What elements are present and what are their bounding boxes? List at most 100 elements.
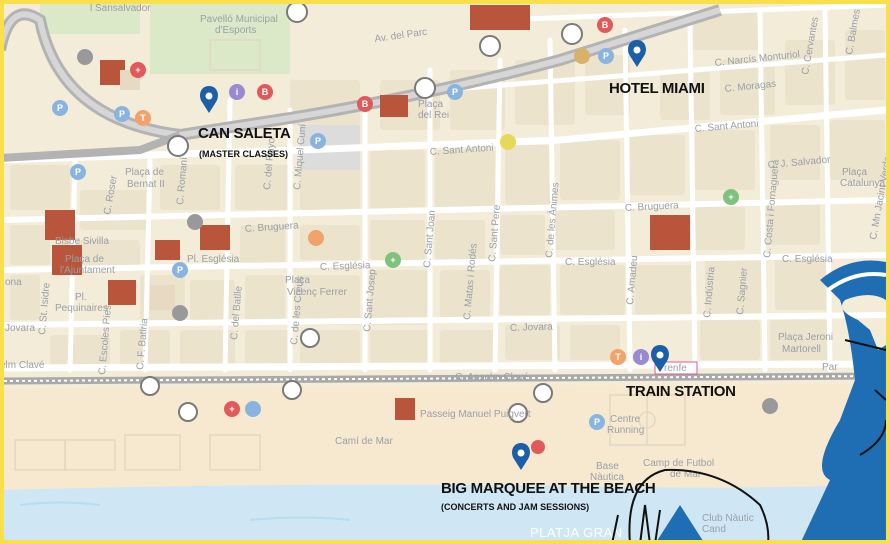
taxi-icon: T xyxy=(140,113,146,123)
label-bruguera-1: C. Bruguera xyxy=(244,220,299,235)
label-industria: C. Indústria xyxy=(702,266,717,318)
bike-icon: B xyxy=(362,99,369,109)
ring-road-inner xyxy=(0,7,721,139)
park-area xyxy=(40,4,140,34)
label-sant-josep: C. Sant Josep xyxy=(362,268,378,332)
label-st-isidre: C. St. Isidre xyxy=(37,282,53,335)
label-centre: Centre xyxy=(610,414,640,425)
label-esglesia-1: C. Església xyxy=(320,260,371,273)
surf-illustration-lines xyxy=(611,468,770,544)
label-club-2: Cand xyxy=(702,524,726,535)
label-batlle: C. del Batlle xyxy=(229,285,245,340)
label-hotel-miami: HOTEL MIAMI xyxy=(609,80,705,97)
renfe-label: renfe xyxy=(664,363,687,374)
label-amadeu: C. Amadeu xyxy=(625,255,640,305)
parking-icon: P xyxy=(177,265,183,275)
label-club: Club Nàutic xyxy=(702,513,754,524)
label-sant-antoni-1: C. Sant Antoni xyxy=(429,143,494,158)
parking-icon: P xyxy=(452,87,458,97)
parking-icon: P xyxy=(315,136,321,146)
label-anselm-clave: C. Anselm Clavé xyxy=(455,372,529,383)
bike-icon: B xyxy=(262,87,269,97)
label-big-marquee-sub: (CONCERTS AND JAM SESSIONS) xyxy=(441,502,589,512)
streets xyxy=(0,2,890,373)
label-pl-pequinaires: Pl. xyxy=(75,292,87,303)
label-camp-futbol-2: de Mar xyxy=(670,469,702,480)
health-icon: + xyxy=(728,192,733,202)
parking-icon: P xyxy=(75,167,81,177)
label-pavello: Pavelló Municipal xyxy=(200,14,278,25)
label-pl-catalunya-2: Catalunya xyxy=(840,178,885,189)
parking-icon: P xyxy=(603,51,609,61)
label-pl-esglesia: Pl. Església xyxy=(187,254,240,265)
label-pl-ajuntament: Plaça de xyxy=(65,254,104,265)
label-can-saleta-sub: (MASTER CLASSES) xyxy=(199,149,288,159)
label-platja: PLATJA GRAN xyxy=(530,525,623,540)
label-pl-vicenc: Plaça xyxy=(285,275,310,286)
surf-illustration-fin xyxy=(655,505,705,544)
parking-icon: P xyxy=(57,103,63,113)
sports-fields xyxy=(14,39,686,471)
label-big-marquee: BIG MARQUEE AT THE BEACH xyxy=(441,480,655,497)
label-sagnier: C. Sagnier xyxy=(735,267,750,316)
ring-road-lower xyxy=(0,131,182,162)
bike-icon: B xyxy=(602,20,609,30)
marker-big-marquee[interactable]: BIG MARQUEE AT THE BEACH (CONCERTS AND J… xyxy=(441,443,656,512)
parking-icon: P xyxy=(119,109,125,119)
label-camp-futbol: Camp de Futbol xyxy=(643,458,714,469)
poi-letters: P P T i B P B P B P P P + + + T i + P xyxy=(57,20,734,427)
label-jovara-1: Jovara xyxy=(5,323,35,334)
label-sant-joan: C. Sant Joan xyxy=(422,210,438,269)
health-icon: + xyxy=(229,404,234,414)
label-moragas: C. Moragas xyxy=(724,79,777,95)
health-icon: + xyxy=(390,255,395,265)
main-markers: CAN SALETA (MASTER CLASSES) HOTEL MIAMI … xyxy=(198,40,736,512)
marker-can-saleta[interactable]: CAN SALETA (MASTER CLASSES) xyxy=(198,86,291,159)
railway xyxy=(3,372,887,385)
health-icon: + xyxy=(135,65,140,75)
label-base: Base xyxy=(596,461,619,472)
info-icon: i xyxy=(236,87,239,97)
taxi-icon: T xyxy=(615,352,621,362)
label-elm-clave: elm Clavé xyxy=(0,360,45,371)
label-ona: ona xyxy=(5,277,22,288)
label-can-saleta: CAN SALETA xyxy=(198,125,291,142)
label-pl-ajuntament-2: l'Ajuntament xyxy=(60,265,115,276)
label-sansalvador: l Sansalvador xyxy=(90,3,151,14)
city-blocks xyxy=(10,10,885,365)
label-pavello-2: d'Esports xyxy=(215,25,256,36)
poi-pictograms xyxy=(140,1,583,423)
label-centre-2: Running xyxy=(607,425,644,436)
poi-pins xyxy=(52,17,778,454)
info-icon: i xyxy=(640,352,643,362)
label-base-2: Nàutica xyxy=(590,472,624,483)
park-area xyxy=(150,4,290,74)
parking-icon: P xyxy=(594,417,600,427)
label-bruguera-2: C. Bruguera xyxy=(625,200,680,214)
label-romani: C. Romaní xyxy=(175,156,190,205)
label-batlria: C. F. Batlria xyxy=(135,317,151,370)
label-passeig: Passeig Manuel Puigvert xyxy=(420,409,531,420)
label-bisbe: Bisbe Sivilla xyxy=(55,236,109,247)
label-esglesia-3: C. Església xyxy=(782,254,833,265)
sea-waves xyxy=(19,501,351,521)
label-train-station: TRAIN STATION xyxy=(626,383,736,400)
label-par: Par xyxy=(822,362,838,373)
marker-train-station[interactable]: TRAIN STATION xyxy=(626,345,736,400)
label-pl-bernat-2: Bernat II xyxy=(127,179,165,190)
surfer-illustration xyxy=(800,260,887,544)
marker-hotel-miami[interactable]: HOTEL MIAMI xyxy=(609,40,705,97)
label-cami-mar: Camí de Mar xyxy=(335,436,393,447)
label-pl-vicenc-2: Vicenç Ferrer xyxy=(287,287,348,298)
label-pl-bernat: Plaça de xyxy=(125,167,164,178)
label-sant-pere: C. Sant Pere xyxy=(487,204,503,262)
label-esglesia-2: C. Església xyxy=(565,257,616,268)
label-rayo: C. del Rayo xyxy=(262,137,278,190)
label-pl-jeroni-2: Martorell xyxy=(782,344,821,355)
label-pl-rei-2: del Rei xyxy=(418,110,449,121)
label-pl-jeroni: Plaça Jeroni xyxy=(778,332,833,343)
label-jovara-2: C. Jovara xyxy=(510,321,554,334)
label-pl-pequinaires-2: Pequinaires xyxy=(55,303,108,314)
renfe-sign xyxy=(654,361,698,375)
